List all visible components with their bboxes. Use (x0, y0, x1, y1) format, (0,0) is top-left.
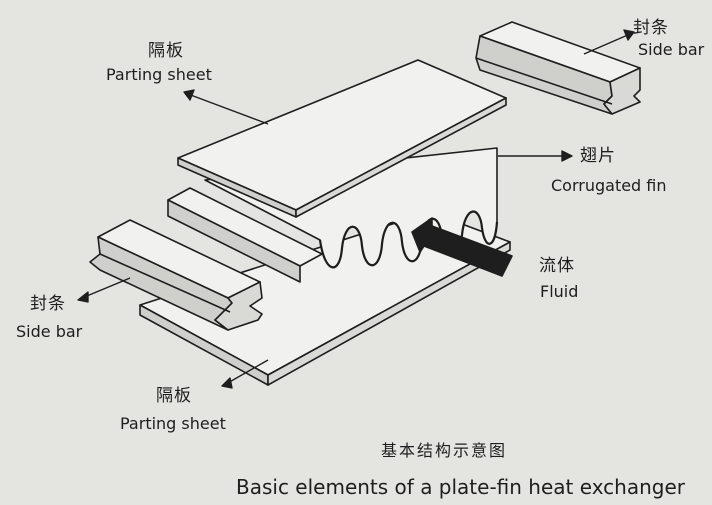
label-side-bar-top-zh: 封条 (633, 18, 669, 38)
caption-en: Basic elements of a plate-fin heat excha… (236, 475, 686, 499)
side-bar-left (89, 219, 263, 331)
label-parting-sheet-bottom-en: Parting sheet (120, 414, 226, 433)
side-bar-top (475, 21, 641, 115)
caption-zh: 基本结构示意图 (381, 441, 508, 460)
label-corrugated-fin-en: Corrugated fin (551, 176, 667, 195)
label-parting-sheet-top-zh: 隔板 (148, 41, 184, 61)
fluid-arrow-icon (411, 217, 513, 277)
leader-lines (77, 29, 635, 389)
label-side-bar-top-en: Side bar (638, 40, 705, 59)
label-parting-sheet-top-en: Parting sheet (106, 65, 212, 84)
label-corrugated-fin-zh: 翅片 (580, 146, 616, 166)
parting-sheet-top (177, 59, 507, 218)
label-side-bar-left-zh: 封条 (30, 294, 66, 314)
label-fluid-en: Fluid (540, 282, 579, 301)
label-side-bar-left-en: Side bar (16, 322, 83, 341)
label-parting-sheet-bottom-zh: 隔板 (156, 386, 192, 406)
label-fluid-zh: 流体 (539, 256, 575, 276)
